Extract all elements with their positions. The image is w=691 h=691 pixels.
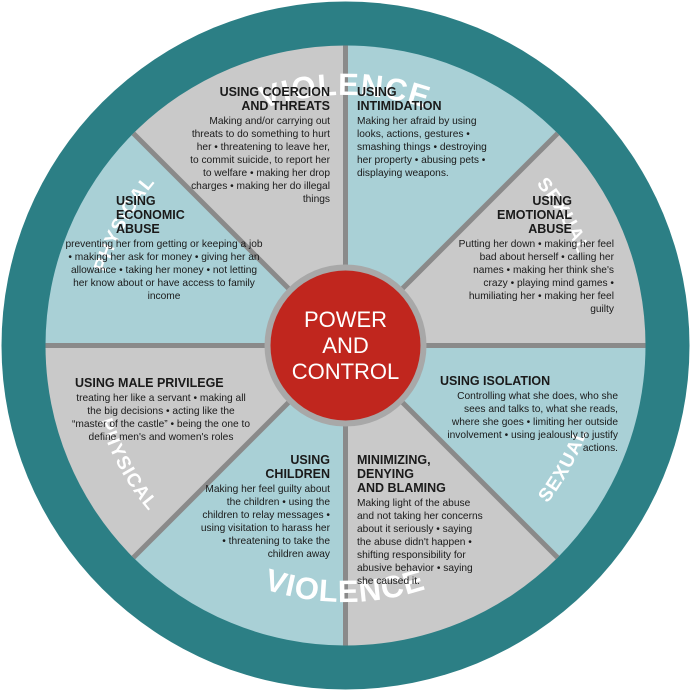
segment-emotional-title-3: ABUSE [528,222,572,236]
segment-coercion-title-1: USING COERCION [219,85,330,99]
segment-economic-body: preventing her from getting or keeping a… [65,239,263,302]
segment-children-title-1: USING [290,453,330,467]
segment-economic-title-1: USING [116,194,156,208]
segment-coercion-title-2: AND THREATS [241,99,330,113]
segment-male-privilege-body: treating her like a servant • making all… [72,393,250,443]
wedge-coercion [133,45,346,346]
wedge-children [133,345,346,646]
segment-intimidation: USING INTIMIDATION Making her afraid by … [357,85,497,180]
wedge-economic-abuse [45,133,346,346]
center-label-line3: CONTROL [291,358,400,384]
segments [45,45,646,646]
segment-isolation: USING ISOLATION Controlling what she doe… [440,374,618,455]
segment-economic-abuse: USING ECONOMIC ABUSE preventing her from… [64,194,264,303]
segment-intimidation-title-1: USING [357,85,397,99]
segment-children-body: Making her feel guilty about the childre… [200,484,330,560]
segment-male-privilege: USING MALE PRIVILEGE treating her like a… [72,376,250,444]
wedge-male-privilege [45,345,346,558]
segment-economic-title-2: ECONOMIC [116,208,185,222]
segment-emotional-abuse: USING EMOTIONAL ABUSE Putting her down •… [456,194,614,316]
segment-minimizing-denying-blaming: MINIMIZING, DENYING AND BLAMING Making l… [357,453,489,588]
center-label: POWER AND CONTROL [270,290,421,401]
segment-isolation-title-1: USING ISOLATION [440,374,551,388]
segment-minimizing-title-2: DENYING [357,467,414,481]
segment-emotional-title-1: USING [532,194,572,208]
center-label-line2: AND [322,332,369,358]
wedge-intimidation [345,45,558,346]
segment-isolation-body: Controlling what she does, who she sees … [447,391,618,454]
segment-male-privilege-title-1: USING MALE PRIVILEGE [75,376,224,390]
wedge-emotional-abuse [345,133,646,346]
segment-minimizing-body: Making light of the abuse and not taking… [357,498,483,587]
segment-intimidation-title-2: INTIMIDATION [357,99,442,113]
segment-minimizing-title-3: AND BLAMING [357,481,446,495]
segment-emotional-title-2: EMOTIONAL [497,208,572,222]
segment-intimidation-body: Making her afraid by using looks, action… [357,116,487,179]
segment-children: USING CHILDREN Making her feel guilty ab… [200,453,330,561]
wedge-minimizing [345,345,558,646]
center-label-line1: POWER [303,306,388,332]
segment-coercion-body: Making and/or carrying out threats to do… [190,116,330,205]
segment-emotional-body: Putting her down • making her feel bad a… [458,239,614,315]
wedge-isolation [345,345,646,558]
segment-economic-title-3: ABUSE [116,222,160,236]
segment-minimizing-title-1: MINIMIZING, [357,453,431,467]
center-circle [270,270,421,421]
segment-children-title-2: CHILDREN [265,467,330,481]
segment-coercion-threats: USING COERCION AND THREATS Making and/or… [186,85,330,206]
